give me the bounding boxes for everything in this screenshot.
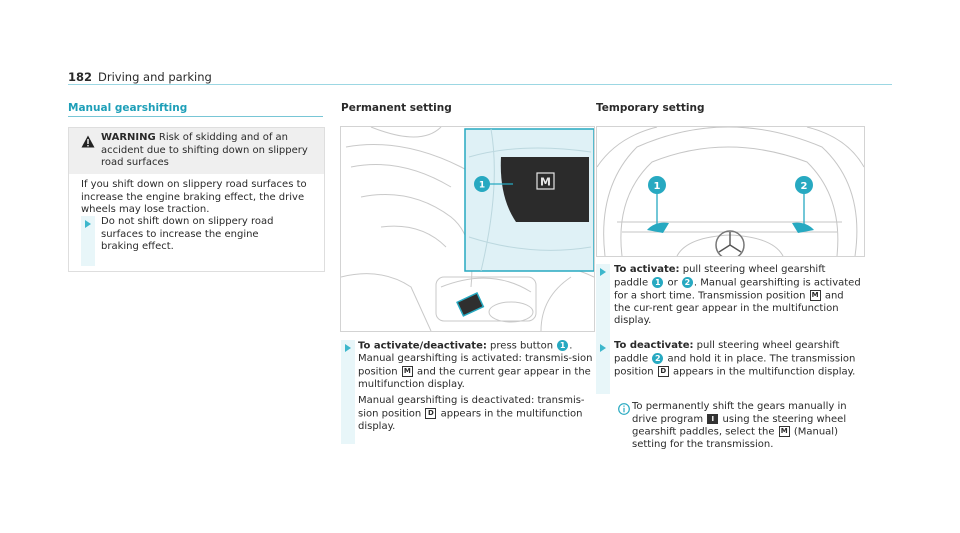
button-symbol-text: M [540, 176, 551, 189]
callout-ref-1: 1 [652, 276, 664, 288]
step-text-part: appears in the multifunction display. [358, 408, 583, 432]
transmission-d-symbol: D [425, 407, 437, 419]
warning-box: WARNING Risk of skidding and of an accid… [68, 127, 325, 272]
header-rule [68, 84, 892, 85]
info-text-part: using the steering wheel gearshift paddl… [632, 413, 847, 438]
warning-step-bar [81, 216, 95, 266]
temporary-deactivate-text: To deactivate: pull steering wheel gears… [614, 340, 862, 379]
transmission-m-symbol: M [401, 365, 413, 377]
warning-body: If you shift down on slippery road surfa… [81, 179, 307, 215]
info-note-text: To permanently shift the gears manually … [632, 401, 864, 452]
deactivated-paragraph: Manual gearshifting is deactivated: tran… [358, 395, 594, 433]
step-text-part: press button [486, 340, 557, 352]
step-text-part: . Manual gearshifting is activated for a… [614, 277, 861, 301]
steering-wheel-illustration: 1 2 [596, 126, 865, 257]
center-console-illustration: M 1 [340, 126, 595, 332]
deactivate-label: To deactivate: [614, 340, 694, 351]
step-text-part: and hold it in place. The transmission p… [614, 353, 856, 377]
info-text-part: To permanently shift the gears manually … [632, 401, 847, 425]
page-number: 182 [68, 70, 93, 84]
step-text-part: appears in the multifunction display. [669, 366, 856, 377]
transmission-m-symbol: M [809, 289, 821, 301]
callout-ref-2: 2 [652, 352, 664, 364]
header-title: Driving and parking [98, 70, 212, 84]
info-text-part: (Manual) setting for the transmission. [632, 426, 838, 451]
callout-1: 1 [479, 181, 485, 191]
transmission-m-symbol: M [778, 426, 790, 437]
warning-step-text: Do not shift down on slippery road surfa… [101, 216, 274, 252]
drive-program-icon: I [707, 413, 719, 424]
temporary-step-bar [596, 264, 610, 394]
step-text-part: pull steering wheel gearshift paddle [614, 340, 840, 364]
callout-2: 2 [801, 181, 808, 192]
warning-summary: Risk of skidding and of an accident due … [101, 132, 308, 168]
step-text-part: Manual gearshifting is deactivated: tran… [358, 395, 585, 419]
step-text-part: or [664, 277, 681, 288]
center-console-drawing: M 1 [341, 127, 594, 331]
activate-deactivate-label: To activate/deactivate: [358, 340, 487, 352]
activate-label: To activate: [614, 264, 680, 275]
warning-triangle-icon [81, 135, 95, 148]
step-text-part: . Manual gearshifting is activated: tran… [358, 340, 593, 378]
transmission-d-symbol: D [657, 365, 669, 377]
step-text-part: and the cur-rent gear appear in the mult… [614, 290, 844, 326]
callout-ref-1: 1 [557, 340, 569, 351]
step-arrow-icon [600, 268, 606, 276]
temporary-activate-text: To activate: pull steering wheel gearshi… [614, 264, 862, 328]
warning-header: WARNING Risk of skidding and of an accid… [69, 128, 324, 174]
section-rule [68, 116, 323, 117]
warning-text: WARNING Risk of skidding and of an accid… [101, 132, 317, 170]
step-arrow-icon [600, 344, 606, 352]
permanent-step-bar [341, 340, 355, 444]
section-title-temporary-setting: Temporary setting [596, 102, 705, 114]
step-text-part: pull steering wheel gearshift paddle [614, 264, 826, 288]
permanent-step-text: To activate/deactivate: press button 1. … [358, 340, 594, 433]
callout-ref-2: 2 [681, 276, 693, 288]
step-arrow-icon [345, 344, 351, 352]
step-text-part: and the current gear appear in the multi… [358, 366, 591, 390]
step-arrow-icon [85, 220, 91, 228]
steering-wheel-drawing: 1 2 [597, 127, 864, 256]
info-icon [618, 403, 630, 415]
warning-label: WARNING [101, 132, 156, 143]
callout-1: 1 [654, 181, 661, 192]
section-title-manual-gearshifting: Manual gearshifting [68, 102, 188, 114]
section-title-permanent-setting: Permanent setting [341, 102, 452, 114]
